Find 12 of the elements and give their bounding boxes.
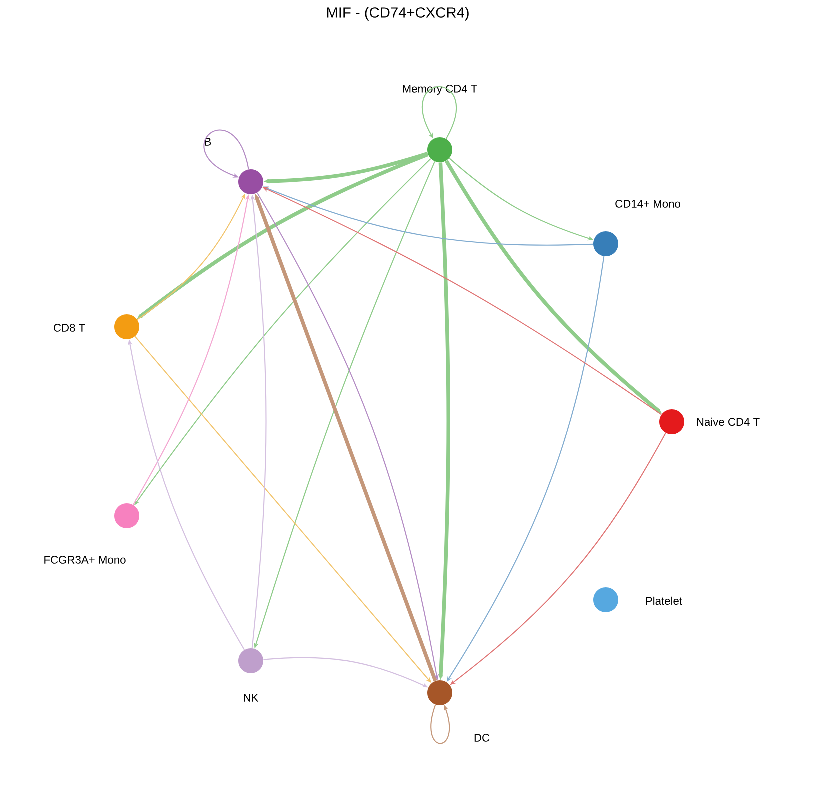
cell-label: Naive CD4 T [697,418,760,426]
cell-label: FCGR3A+ Mono [44,556,126,564]
arrow [422,86,457,140]
cell-label: Memory CD4 T [403,84,478,96]
cell-label: Platelet [646,596,682,606]
title: MIF - (CD74+CXCR4) [327,7,469,21]
arrow [430,704,450,744]
cell-label: CD8 T [54,324,86,332]
cell-label: CD14+ Mono [616,200,680,208]
cell-label: NK [244,694,259,702]
arrow [204,130,250,178]
cell-label: DC [474,734,490,742]
